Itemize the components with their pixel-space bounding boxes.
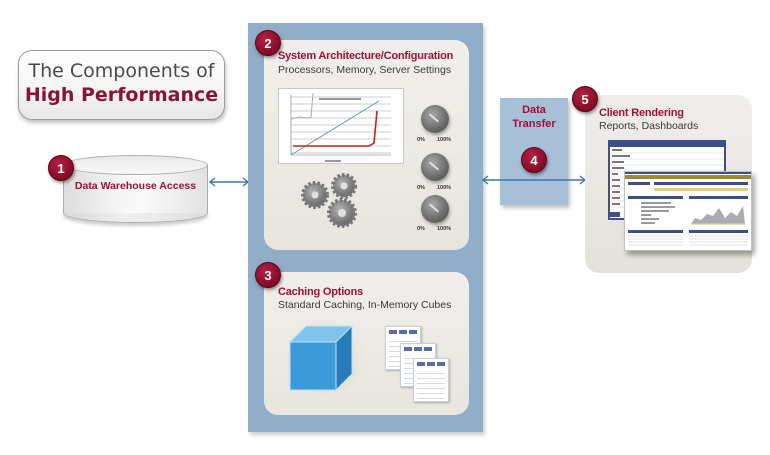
dashboard-graphic: [625, 172, 751, 246]
component-3-title: Caching Options: [278, 286, 364, 298]
sheet: [413, 358, 449, 402]
transfer-label-line-1: Data: [522, 104, 546, 116]
dashboard-thumbnail: [624, 171, 752, 251]
transfer-label-line-2: Transfer: [512, 118, 556, 130]
badge-5: 5: [572, 86, 598, 112]
dial-3-max: 100%: [437, 226, 452, 232]
dial-knob-icon: [421, 105, 449, 133]
component-1-title: Data Warehouse Access: [74, 180, 197, 192]
title-box: The Components of High Performance: [18, 50, 225, 120]
dial-2-min: 0%: [417, 185, 425, 191]
dial-3-min: 0%: [417, 226, 425, 232]
double-arrow-icon: [481, 175, 587, 185]
dial-1-min: 0%: [417, 137, 425, 143]
title-line-1: The Components of: [28, 60, 215, 82]
performance-chart-thumbnail: [278, 88, 404, 164]
badge-3: 3: [255, 262, 281, 288]
badge-1: 1: [48, 155, 74, 181]
badge-4: 4: [521, 147, 547, 173]
component-2-title: System Architecture/Configuration: [278, 50, 454, 62]
component-5-subtitle: Reports, Dashboards: [599, 120, 699, 132]
dial-knob-icon: [421, 153, 449, 181]
component-5-title: Client Rendering: [599, 107, 684, 119]
dial-1-max: 100%: [437, 137, 452, 143]
dial-2-max: 100%: [437, 185, 452, 191]
double-arrow-icon: [208, 177, 250, 187]
title-line-2: High Performance: [24, 84, 219, 106]
database-cylinder-top: [63, 155, 208, 175]
dial-knob-icon: [421, 195, 449, 223]
cube-icon: [288, 324, 354, 392]
performance-chart-graphic: [290, 92, 391, 162]
component-3-subtitle: Standard Caching, In-Memory Cubes: [278, 299, 452, 311]
gears-icon: [301, 173, 357, 228]
badge-2: 2: [255, 30, 281, 56]
component-2-subtitle: Processors, Memory, Server Settings: [278, 64, 452, 76]
